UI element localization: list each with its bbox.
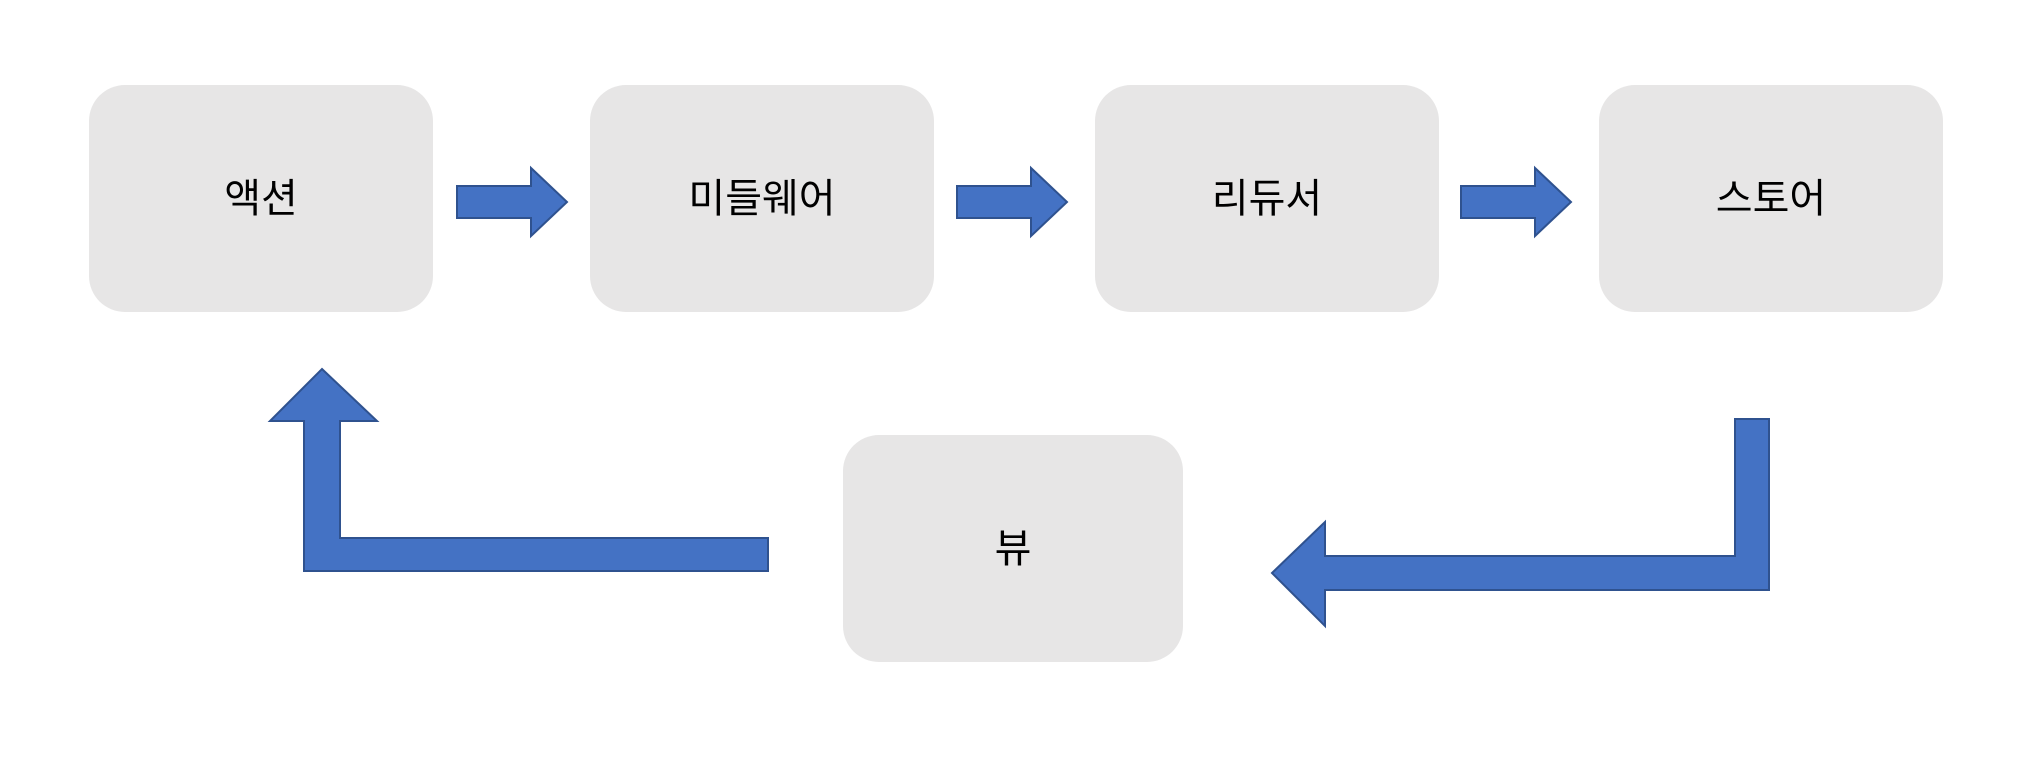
node-action-label: 액션	[224, 176, 298, 221]
arrow-view-to-action-icon	[267, 367, 769, 572]
node-store-label: 스토어	[1715, 176, 1827, 221]
arrow-action-to-middleware-icon	[456, 165, 569, 239]
node-middleware-label: 미들웨어	[688, 176, 836, 221]
arrow-store-to-view-icon	[1270, 418, 1770, 629]
arrow-reducer-to-store-icon	[1460, 165, 1573, 239]
node-reducer: 리듀서	[1095, 85, 1439, 312]
node-reducer-label: 리듀서	[1211, 176, 1323, 221]
node-view-label: 뷰	[994, 526, 1032, 571]
node-middleware: 미들웨어	[590, 85, 934, 312]
arrow-middleware-to-reducer-icon	[956, 165, 1069, 239]
node-store: 스토어	[1599, 85, 1943, 312]
node-view: 뷰	[843, 435, 1183, 662]
node-action: 액션	[89, 85, 433, 312]
